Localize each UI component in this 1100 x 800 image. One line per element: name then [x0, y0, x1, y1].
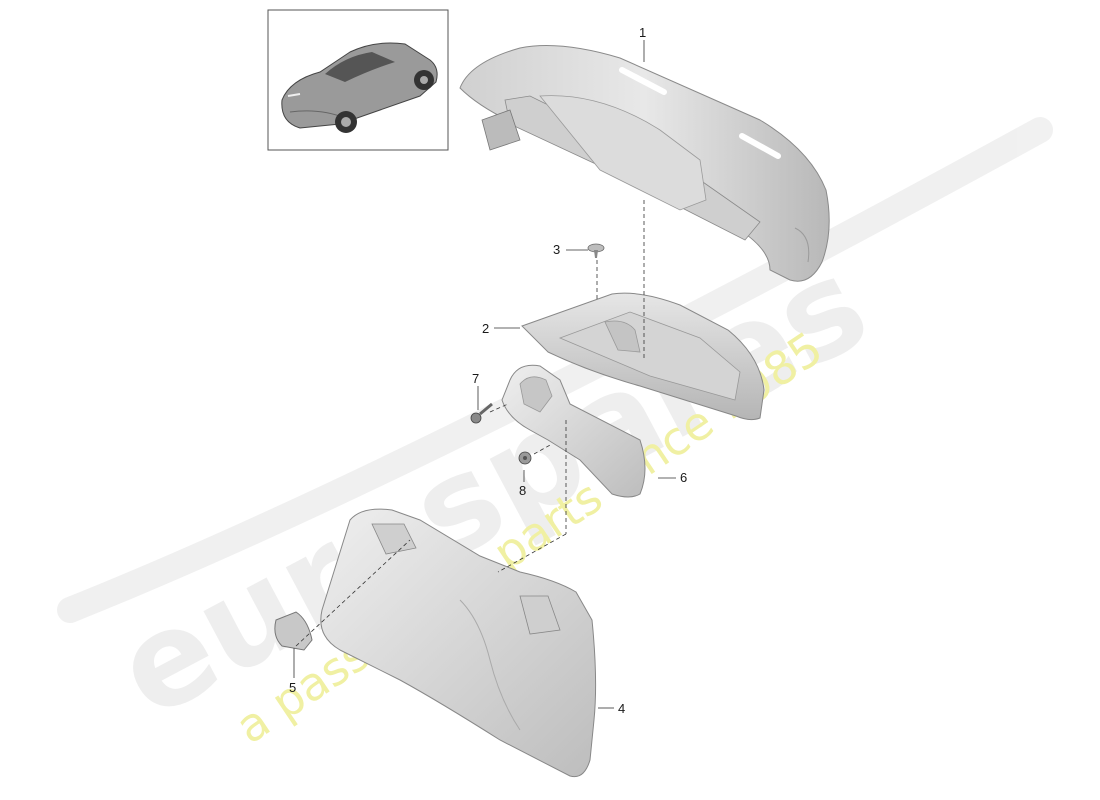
- assembly-dash-lines: [295, 200, 645, 647]
- part-1-rear-lid-trim: [459, 45, 830, 282]
- callout-7: 7: [472, 371, 480, 386]
- thumbnail-box: [267, 9, 449, 151]
- callout-1: 1: [639, 25, 647, 40]
- part-8-nut: [518, 451, 532, 465]
- part-2-luggage-cover: [521, 292, 765, 421]
- callout-4: 4: [618, 701, 626, 716]
- part-3-clip: [587, 243, 605, 258]
- callout-5: 5: [289, 680, 297, 695]
- car-icon: [281, 42, 438, 133]
- part-7-screw: [470, 402, 493, 424]
- callout-3: 3: [553, 242, 561, 257]
- part-5-cover-cap: [274, 611, 313, 651]
- callout-8: 8: [519, 483, 527, 498]
- callout-6: 6: [680, 470, 688, 485]
- callout-2: 2: [482, 321, 490, 336]
- part-4-rear-panel-trim: [320, 508, 597, 778]
- leader-lines: [293, 40, 676, 709]
- part-6-side-trim: [501, 364, 646, 498]
